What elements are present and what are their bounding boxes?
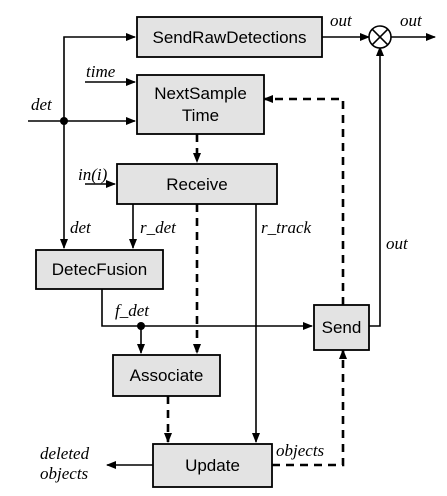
dashed-connections <box>164 95 347 467</box>
block-label: Associate <box>130 366 204 385</box>
block-send: Send <box>313 304 370 351</box>
block-label: SendRawDetections <box>152 28 306 47</box>
wire-send-to-sum <box>369 46 384 327</box>
block-label: Receive <box>166 175 227 194</box>
label-deleted-line1: deleted <box>40 444 90 463</box>
solid-connections <box>28 33 436 469</box>
block-label-line1: NextSample <box>154 84 247 103</box>
block-update: Update <box>152 443 273 488</box>
junction-det <box>60 117 68 125</box>
label-in-i: in(i) <box>78 165 108 184</box>
block-detec-fusion: DetecFusion <box>35 249 164 290</box>
label-r-det: r_det <box>140 218 177 237</box>
block-associate: Associate <box>112 354 221 397</box>
label-deleted-line2: objects <box>40 464 89 483</box>
block-label: DetecFusion <box>52 260 147 279</box>
event-update-to-send <box>272 349 347 467</box>
label-time: time <box>86 62 116 81</box>
wire-det-to-sendraw <box>63 33 136 121</box>
label-out-final: out <box>400 11 423 30</box>
block-receive: Receive <box>116 163 278 205</box>
sum-junction <box>368 25 392 49</box>
label-r-track: r_track <box>261 218 312 237</box>
block-send-raw-detections: SendRawDetections <box>136 16 323 58</box>
wire-fdet-to-send <box>101 289 313 330</box>
label-objects: objects <box>276 441 325 460</box>
label-f-det: f_det <box>115 301 150 320</box>
junction-fdet <box>137 322 145 330</box>
label-det-branch: det <box>70 218 92 237</box>
label-out-send: out <box>386 234 409 253</box>
label-det-input: det <box>31 95 53 114</box>
label-out-sendraw: out <box>330 11 353 30</box>
block-next-sample-time: NextSample Time <box>136 74 265 135</box>
block-label: Update <box>185 456 240 475</box>
block-label: Send <box>322 318 362 337</box>
signal-labels: out out time det in(i) det r_det r_track… <box>31 11 423 483</box>
block-label-line2: Time <box>182 106 219 125</box>
event-send-to-nextsample <box>263 95 345 305</box>
